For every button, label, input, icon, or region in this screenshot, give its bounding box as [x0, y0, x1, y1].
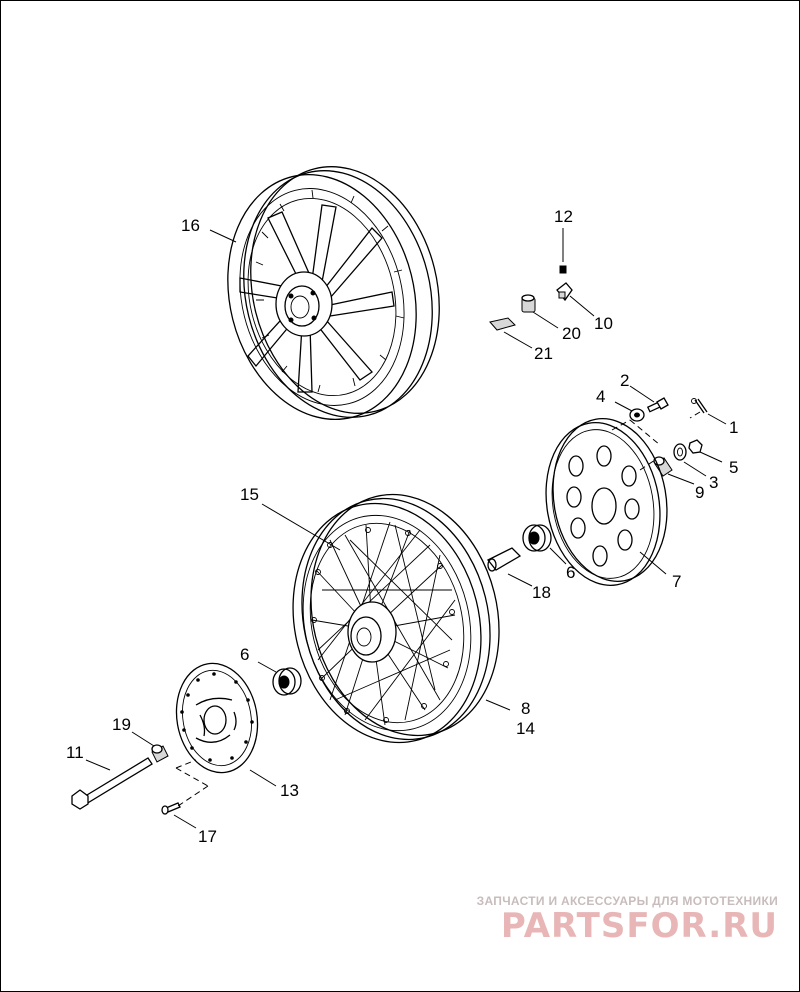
callout-20: 20	[562, 324, 581, 343]
screw-part-17	[161, 802, 181, 815]
callout-3: 3	[709, 473, 718, 492]
callout-17: 17	[198, 827, 217, 846]
alignment-line	[611, 411, 701, 471]
callout-8: 8	[521, 699, 530, 718]
part-5-nut	[688, 439, 703, 454]
callout-15: 15	[240, 485, 259, 504]
callout-16: 16	[181, 216, 200, 235]
part-3-washer	[673, 443, 687, 461]
callout-18: 18	[532, 583, 551, 602]
watermark-logo: PARTSFOR.RU	[500, 906, 778, 946]
alignment-line	[175, 759, 209, 807]
part-9-spacer	[653, 456, 673, 477]
callout-6-right: 6	[566, 563, 575, 582]
callout-12: 12	[554, 207, 573, 226]
part-1-cotter-pin	[691, 398, 708, 414]
spacer-part-19	[151, 744, 169, 763]
axle-part-11	[71, 757, 153, 810]
bearing-part-6-right	[522, 524, 552, 552]
spoke-wheel-part-8	[292, 493, 500, 744]
part-10-valve-stem	[556, 282, 573, 302]
callout-14: 14	[516, 719, 535, 738]
leader-lines	[85, 228, 727, 829]
callout-19: 19	[112, 715, 131, 734]
watermark: ЗАПЧАСТИ И АКСЕССУАРЫ ДЛЯ МОТОТЕХНИКИ PA…	[477, 894, 778, 944]
cast-wheel-part-16	[227, 166, 440, 421]
brake-disc-part-13	[175, 662, 259, 774]
callout-1: 1	[729, 418, 738, 437]
callout-11: 11	[66, 743, 84, 762]
part-4-washer	[629, 408, 645, 422]
callout-4: 4	[596, 387, 605, 406]
callout-9: 9	[695, 483, 704, 502]
callout-13: 13	[280, 781, 299, 800]
callout-labels: 16 12 10 20 21 2 4 1 5 3 9 15 6 7 18 6 8…	[66, 207, 738, 846]
callout-2: 2	[620, 371, 629, 390]
callout-6-left: 6	[240, 645, 249, 664]
spacer-part-18	[486, 547, 522, 572]
part-12-valve-cap	[559, 265, 567, 274]
part-21-weight	[489, 317, 516, 331]
bearing-part-6-left	[272, 667, 302, 696]
callout-21: 21	[534, 344, 553, 363]
callout-5: 5	[729, 458, 738, 477]
callout-7: 7	[672, 572, 681, 591]
watermark-tagline: ЗАПЧАСТИ И АКСЕССУАРЫ ДЛЯ МОТОТЕХНИКИ	[476, 894, 778, 908]
part-2-bolt	[646, 397, 669, 413]
part-20-spacer	[521, 294, 536, 313]
callout-10: 10	[594, 314, 613, 333]
sprocket-part-7	[545, 418, 668, 586]
